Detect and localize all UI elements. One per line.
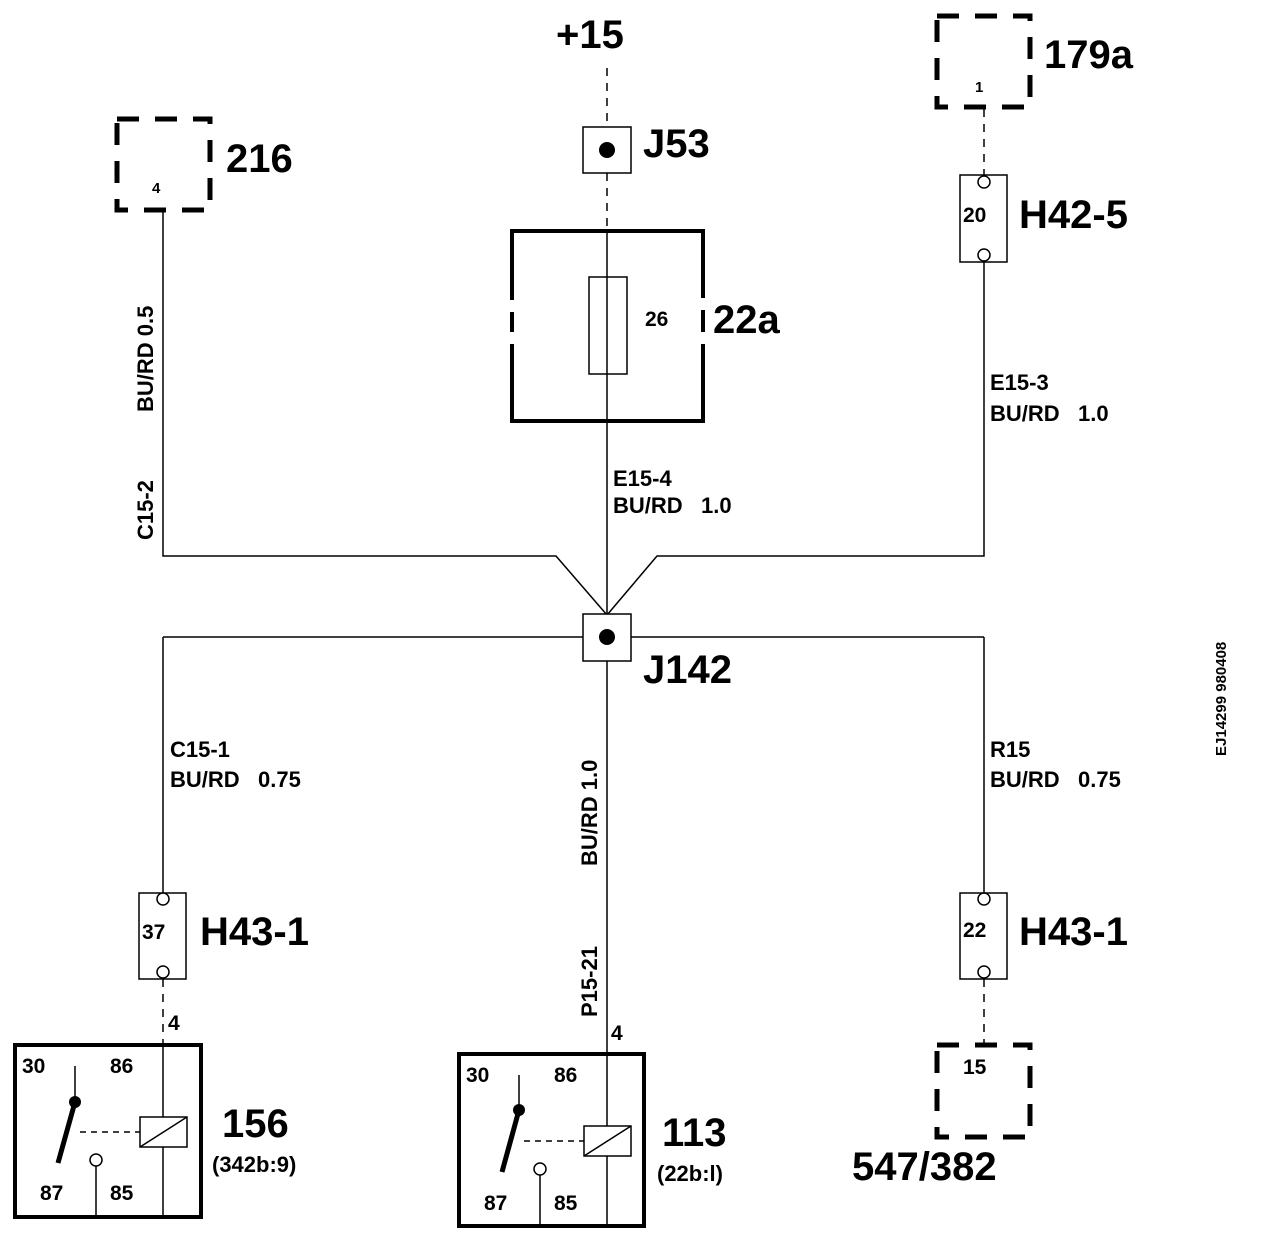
- harness-h42-5-pin: 20: [963, 204, 986, 227]
- relay-113-label: 113: [662, 1111, 727, 1155]
- wire-p15-21-spec: BU/RD 1.0: [577, 760, 602, 866]
- harness-h43-1-left-label: H43-1: [200, 910, 309, 954]
- wire-e15-4-spec: BU/RD 1.0: [613, 493, 732, 518]
- harness-h43-1-right-label: H43-1: [1019, 910, 1128, 954]
- harness-h42-5: [959, 174, 1008, 263]
- relay-156-label: 156: [222, 1102, 289, 1146]
- drawing-code: EJ14299 980408: [1213, 642, 1230, 756]
- harness-h42-5-label: H42-5: [1019, 193, 1128, 237]
- relay-156-ref: (342b:9): [212, 1152, 296, 1177]
- relay-113-switch-arm: [499, 1109, 522, 1173]
- connector-547-382-label: 547/382: [852, 1145, 997, 1189]
- wire-c15-2-spec: BU/RD 0.5: [133, 306, 158, 412]
- wire-r15-spec: BU/RD 0.75: [990, 767, 1121, 792]
- relay-113-ref: (22b:l): [657, 1161, 723, 1186]
- fuse-26-symbol: [588, 276, 628, 375]
- wire-r15-code: R15: [990, 737, 1030, 762]
- harness-h43-1-right: [959, 892, 1008, 980]
- wire-e15-3-code: E15-3: [990, 370, 1049, 395]
- junction-j53-label: J53: [643, 122, 710, 166]
- relay-156-t87: 87: [40, 1182, 63, 1205]
- harness-h43-1-right-pin: 22: [963, 919, 986, 942]
- fuse-number: 26: [645, 308, 668, 331]
- relay-113-t86: 86: [554, 1064, 577, 1087]
- relay-156-feed-pin: 4: [168, 1012, 180, 1035]
- junction-j142: [582, 613, 632, 662]
- relay-156-t85: 85: [110, 1182, 134, 1205]
- supply-label: +15: [556, 13, 624, 57]
- relay-156-switch-arm: [55, 1101, 78, 1164]
- relay-113-feed-pin: 4: [611, 1022, 623, 1045]
- junction-j142-label: J142: [643, 648, 732, 692]
- relay-113-t85: 85: [554, 1192, 578, 1215]
- connector-216-label: 216: [226, 137, 293, 181]
- relay-113-t30: 30: [466, 1064, 489, 1087]
- harness-h43-1-left-pin: 37: [142, 921, 165, 944]
- junction-j53: [582, 126, 632, 174]
- wire-c15-2-code: C15-2: [133, 480, 158, 540]
- relay-156: [13, 1043, 203, 1219]
- harness-h43-1-left: [138, 892, 187, 980]
- relay-113: [457, 1052, 646, 1228]
- wire-e15-3-spec: BU/RD 1.0: [990, 401, 1109, 426]
- wire-e15-4-code: E15-4: [613, 466, 672, 491]
- relay-156-t30: 30: [22, 1055, 45, 1078]
- connector-547-382: [934, 1042, 1033, 1140]
- wire-p15-21-code: P15-21: [577, 946, 602, 1017]
- wire-c15-2: [162, 212, 608, 616]
- wire-e15-3: [606, 262, 985, 616]
- connector-179a-pin: 1: [975, 79, 983, 96]
- relay-113-t87: 87: [484, 1192, 507, 1215]
- connector-547-382-pin: 15: [963, 1056, 987, 1079]
- connector-216: [114, 116, 213, 213]
- wire-c15-1-code: C15-1: [170, 737, 230, 762]
- wire-c15-1-spec: BU/RD 0.75: [170, 767, 301, 792]
- connector-216-pin: 4: [152, 180, 161, 197]
- relay-156-t86: 86: [110, 1055, 133, 1078]
- connector-179a-label: 179a: [1044, 33, 1134, 77]
- connector-179a: [934, 13, 1033, 110]
- fuse-box-label: 22a: [713, 298, 780, 342]
